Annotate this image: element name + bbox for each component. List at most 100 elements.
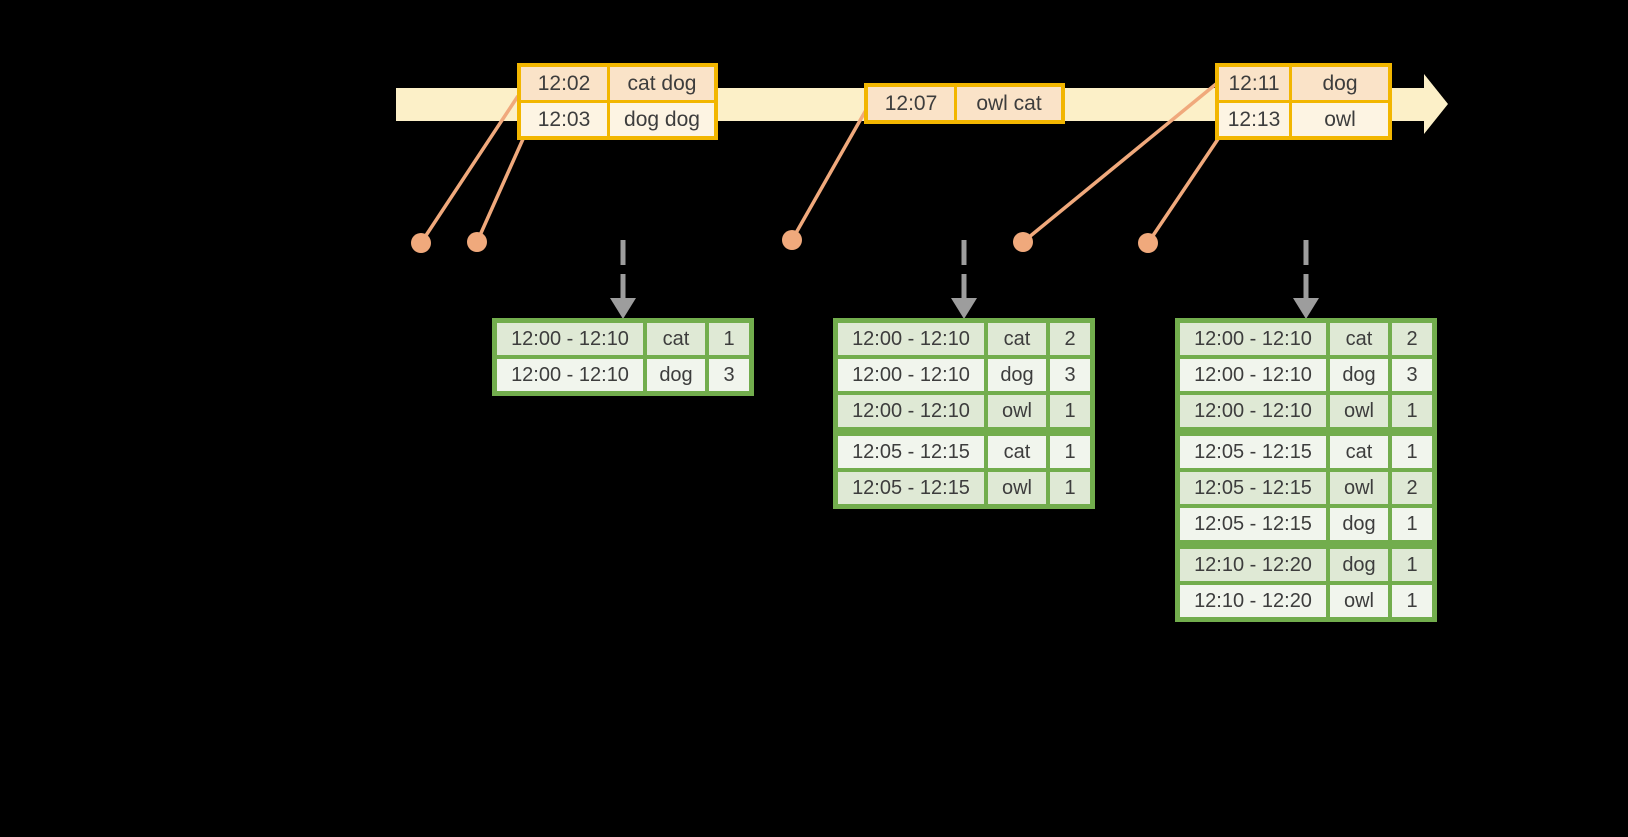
result-window-cell: 12:00 - 12:10	[838, 323, 984, 355]
result-word-cell: cat	[988, 323, 1046, 355]
trigger-arrows	[620, 240, 1309, 299]
connector-line	[1146, 138, 1220, 244]
connector-lines	[419, 82, 1220, 244]
event-dot-icon	[1138, 233, 1158, 253]
result-count-cell: 1	[709, 323, 749, 355]
result-word-cell: cat	[1330, 323, 1388, 355]
table-row: 12:11 dog	[1219, 67, 1388, 100]
result-window-cell: 12:00 - 12:10	[838, 395, 984, 427]
result-count-cell: 1	[1392, 508, 1432, 540]
result-count-cell: 3	[1392, 359, 1432, 391]
result-window-cell: 12:05 - 12:15	[1180, 508, 1326, 540]
result-window-cell: 12:00 - 12:10	[1180, 395, 1326, 427]
event-dot-icon	[467, 232, 487, 252]
result-word-cell: owl	[988, 472, 1046, 504]
connector-line	[1021, 82, 1218, 244]
window-group-separator	[1180, 431, 1432, 432]
table-row: 12:00 - 12:10 cat 2	[1180, 323, 1432, 355]
connector-line	[790, 109, 868, 241]
result-table-2: 12:00 - 12:10 cat 2 12:00 - 12:10 dog 3 …	[833, 318, 1095, 509]
result-window-cell: 12:00 - 12:10	[838, 359, 984, 391]
table-row: 12:10 - 12:20 owl 1	[1180, 585, 1432, 617]
table-row: 12:07 owl cat	[868, 87, 1061, 120]
event-table-1: 12:02 cat dog 12:03 dog dog	[517, 63, 718, 140]
result-word-cell: dog	[1330, 549, 1388, 581]
event-table-2: 12:07 owl cat	[864, 83, 1065, 124]
table-row: 12:00 - 12:10 cat 1	[497, 323, 749, 355]
event-time-cell: 12:02	[521, 67, 607, 100]
result-word-cell: dog	[647, 359, 705, 391]
result-window-cell: 12:05 - 12:15	[838, 472, 984, 504]
trigger-arrowhead-icon	[1293, 298, 1319, 319]
result-word-cell: dog	[1330, 359, 1388, 391]
result-count-cell: 3	[1050, 359, 1090, 391]
result-window-cell: 12:00 - 12:10	[1180, 323, 1326, 355]
window-group-separator	[1180, 544, 1432, 545]
result-count-cell: 1	[1392, 585, 1432, 617]
result-count-cell: 1	[1392, 436, 1432, 468]
event-words-cell: owl cat	[957, 87, 1061, 120]
result-word-cell: owl	[1330, 472, 1388, 504]
event-dot-icon	[1013, 232, 1033, 252]
result-word-cell: cat	[647, 323, 705, 355]
result-count-cell: 1	[1050, 472, 1090, 504]
result-window-cell: 12:00 - 12:10	[497, 323, 643, 355]
result-count-cell: 1	[1392, 549, 1432, 581]
table-row: 12:02 cat dog	[521, 67, 714, 100]
table-row: 12:00 - 12:10 owl 1	[838, 395, 1090, 427]
result-table-1: 12:00 - 12:10 cat 1 12:00 - 12:10 dog 3	[492, 318, 754, 396]
window-group-separator	[838, 431, 1090, 432]
result-window-cell: 12:05 - 12:15	[1180, 436, 1326, 468]
event-dot-icon	[411, 233, 431, 253]
table-row: 12:05 - 12:15 cat 1	[1180, 436, 1432, 468]
result-window-cell: 12:10 - 12:20	[1180, 585, 1326, 617]
table-row: 12:05 - 12:15 cat 1	[838, 436, 1090, 468]
result-window-cell: 12:05 - 12:15	[838, 436, 984, 468]
result-word-cell: dog	[988, 359, 1046, 391]
result-word-cell: cat	[1330, 436, 1388, 468]
result-word-cell: cat	[988, 436, 1046, 468]
result-count-cell: 1	[1050, 395, 1090, 427]
trigger-arrowheads	[610, 298, 1319, 319]
event-dots	[411, 230, 1158, 253]
result-window-cell: 12:05 - 12:15	[1180, 472, 1326, 504]
event-words-cell: dog dog	[610, 103, 714, 136]
result-word-cell: owl	[988, 395, 1046, 427]
table-row: 12:05 - 12:15 dog 1	[1180, 508, 1432, 540]
event-dot-icon	[782, 230, 802, 250]
table-row: 12:05 - 12:15 owl 2	[1180, 472, 1432, 504]
event-table-3: 12:11 dog 12:13 owl	[1215, 63, 1392, 140]
event-words-cell: cat dog	[610, 67, 714, 100]
result-count-cell: 3	[709, 359, 749, 391]
result-window-cell: 12:10 - 12:20	[1180, 549, 1326, 581]
result-window-cell: 12:00 - 12:10	[1180, 359, 1326, 391]
result-window-cell: 12:00 - 12:10	[497, 359, 643, 391]
table-row: 12:05 - 12:15 owl 1	[838, 472, 1090, 504]
trigger-arrowhead-icon	[951, 298, 977, 319]
table-row: 12:00 - 12:10 dog 3	[838, 359, 1090, 391]
trigger-arrowhead-icon	[610, 298, 636, 319]
table-row: 12:00 - 12:10 dog 3	[1180, 359, 1432, 391]
result-word-cell: dog	[1330, 508, 1388, 540]
table-row: 12:03 dog dog	[521, 103, 714, 136]
timeline-arrowhead-icon	[1424, 74, 1448, 134]
table-row: 12:00 - 12:10 cat 2	[838, 323, 1090, 355]
result-count-cell: 2	[1392, 323, 1432, 355]
table-row: 12:13 owl	[1219, 103, 1388, 136]
event-time-cell: 12:13	[1219, 103, 1289, 136]
result-count-cell: 1	[1392, 395, 1432, 427]
result-count-cell: 2	[1050, 323, 1090, 355]
result-table-3: 12:00 - 12:10 cat 2 12:00 - 12:10 dog 3 …	[1175, 318, 1437, 622]
table-row: 12:00 - 12:10 dog 3	[497, 359, 749, 391]
event-time-cell: 12:11	[1219, 67, 1289, 100]
result-word-cell: owl	[1330, 585, 1388, 617]
result-count-cell: 1	[1050, 436, 1090, 468]
connector-line	[475, 138, 525, 243]
event-words-cell: owl	[1292, 103, 1388, 136]
result-count-cell: 2	[1392, 472, 1432, 504]
table-row: 12:10 - 12:20 dog 1	[1180, 549, 1432, 581]
event-words-cell: dog	[1292, 67, 1388, 100]
result-word-cell: owl	[1330, 395, 1388, 427]
event-time-cell: 12:07	[868, 87, 954, 120]
